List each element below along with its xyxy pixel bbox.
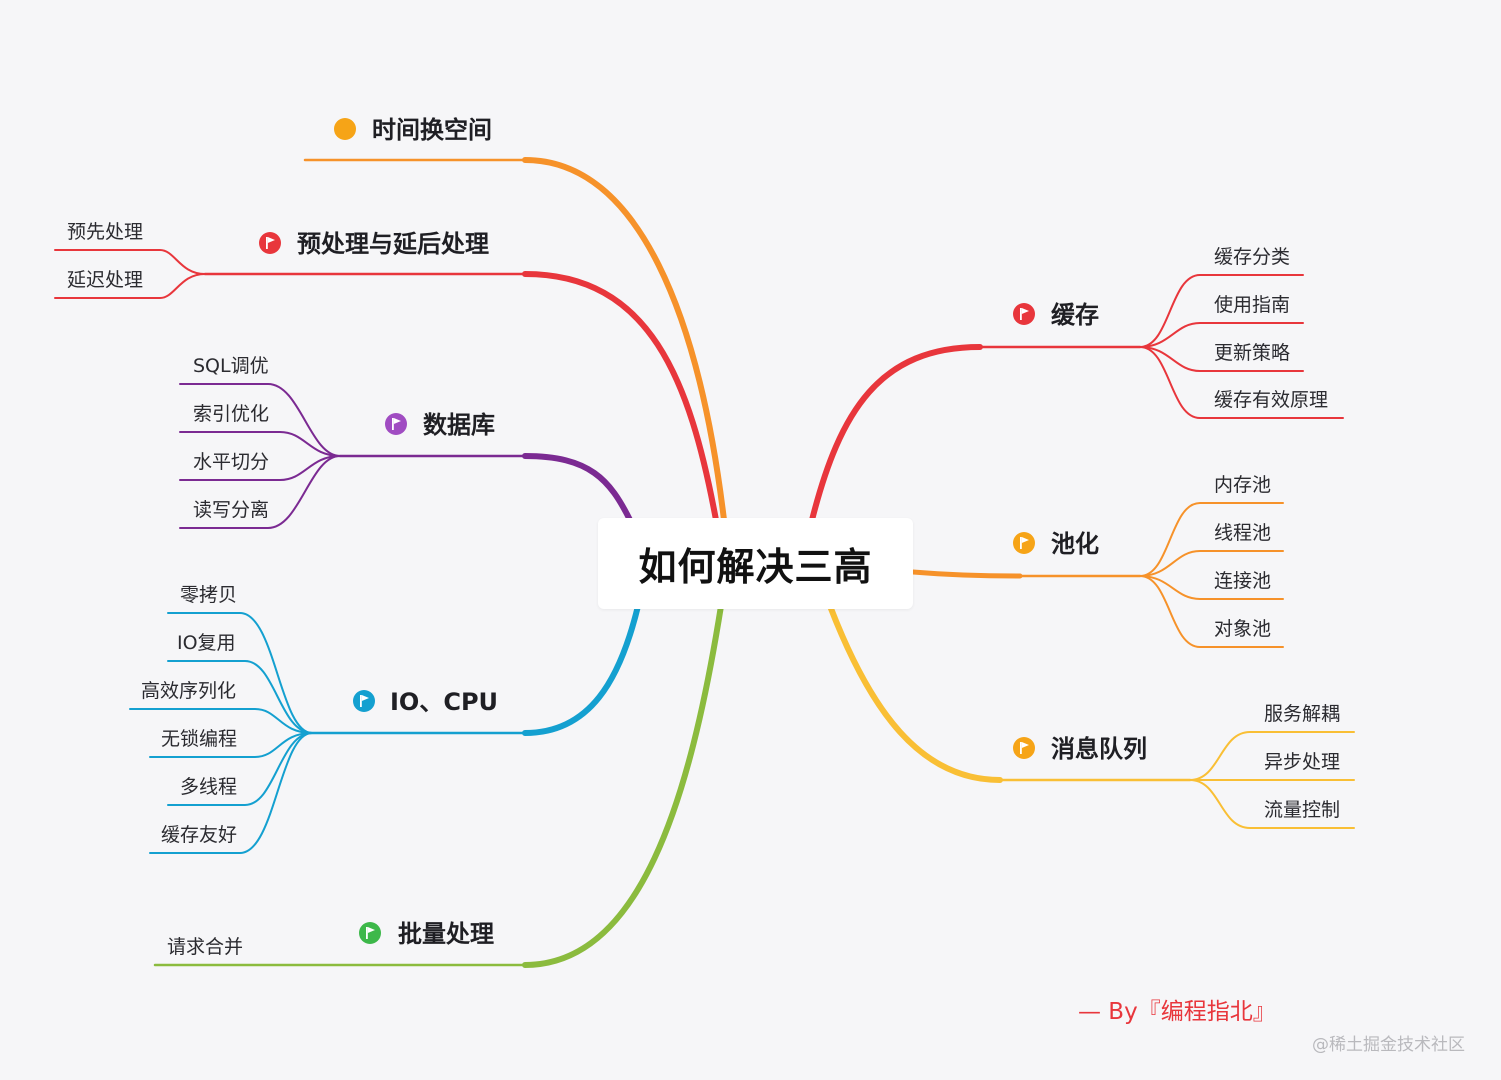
- branch-time-space: [303, 157, 727, 523]
- topic-label: 索引优化: [193, 403, 269, 425]
- topic-label: 更新策略: [1214, 342, 1290, 364]
- topic-label: 线程池: [1214, 522, 1271, 544]
- topic-label: SQL调优: [193, 355, 269, 377]
- topic-label: 缓存友好: [161, 824, 237, 846]
- branch-database: [179, 383, 633, 529]
- branch-preprocess: [54, 249, 719, 523]
- flag-icon: [1013, 303, 1035, 325]
- flag-icon: [1013, 532, 1035, 554]
- flag-icon: [353, 690, 375, 712]
- topic-label: 多线程: [180, 776, 237, 798]
- topic-label: 预先处理: [67, 221, 143, 243]
- branch-label-pooling: 池化: [1051, 530, 1099, 558]
- author-byline: — By『编程指北』: [1078, 999, 1276, 1025]
- topic-label: 服务解耦: [1264, 703, 1340, 725]
- flag-icon: [359, 922, 381, 944]
- topic-label: 缓存分类: [1214, 246, 1290, 268]
- topic-label: 读写分离: [193, 499, 269, 521]
- flag-icon: [259, 232, 281, 254]
- topic-label: 延迟处理: [67, 269, 143, 291]
- branch-mq: [827, 603, 1355, 829]
- branch-label-batch: 批量处理: [398, 920, 494, 948]
- branch-cache: [809, 274, 1344, 523]
- branch-label-cache: 缓存: [1051, 301, 1099, 329]
- topic-label: IO复用: [177, 632, 236, 654]
- topic-label: 流量控制: [1264, 799, 1340, 821]
- topic-label: 无锁编程: [161, 728, 237, 750]
- topic-label: 异步处理: [1264, 751, 1340, 773]
- flag-icon: [385, 413, 407, 435]
- topic-label: 请求合并: [167, 936, 243, 958]
- branch-label-preprocess: 预处理与延后处理: [297, 230, 489, 258]
- topic-label: 高效序列化: [141, 680, 236, 702]
- branch-pooling: [910, 502, 1284, 648]
- branch-label-mq: 消息队列: [1051, 735, 1147, 763]
- central-topic: 如何解决三高: [598, 518, 913, 609]
- circle-dot-icon: [334, 118, 356, 140]
- topic-label: 内存池: [1214, 474, 1271, 496]
- topic-label: 缓存有效原理: [1214, 389, 1328, 411]
- topic-label: 使用指南: [1214, 294, 1290, 316]
- flag-icon: [1013, 737, 1035, 759]
- topic-label: 连接池: [1214, 570, 1271, 592]
- branch-io-cpu: [129, 603, 641, 854]
- watermark: @稀土掘金技术社区: [1312, 1035, 1465, 1055]
- topic-label: 水平切分: [193, 451, 269, 473]
- branch-label-time-space: 时间换空间: [372, 116, 492, 144]
- branch-batch: [153, 603, 724, 968]
- central-topic-title: 如何解决三高: [638, 545, 873, 589]
- branch-label-database: 数据库: [423, 411, 495, 439]
- branch-label-io-cpu: IO、CPU: [390, 688, 498, 716]
- topic-label: 对象池: [1214, 618, 1271, 640]
- topic-label: 零拷贝: [180, 584, 237, 606]
